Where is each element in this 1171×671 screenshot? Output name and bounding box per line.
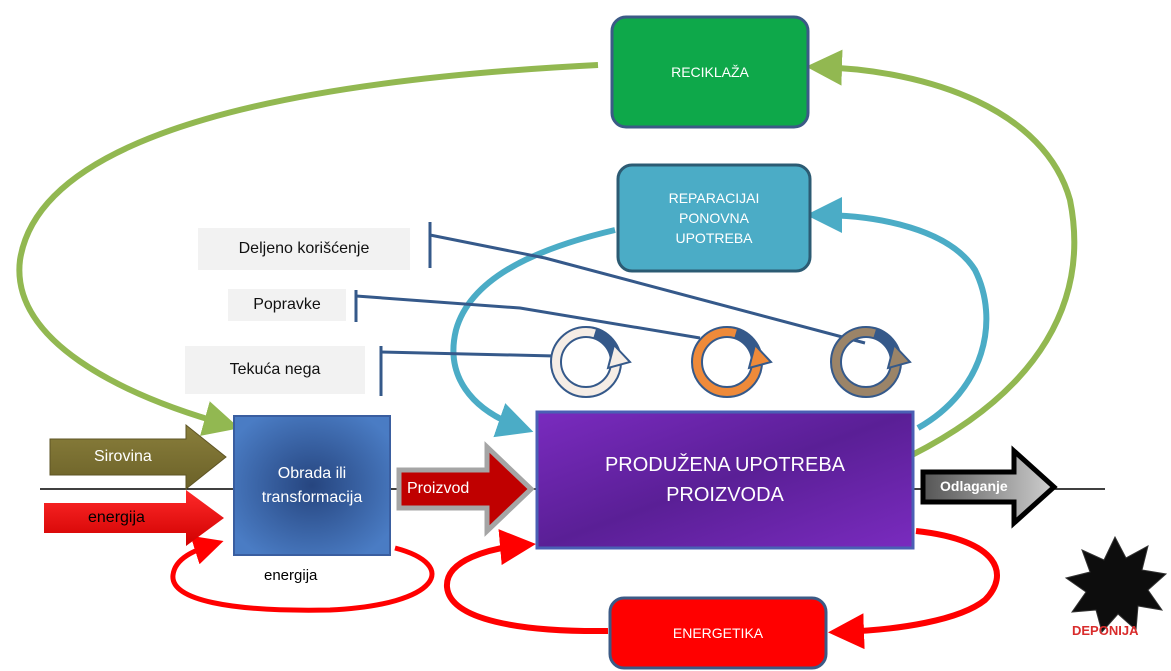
reparacija-box [616,163,812,273]
proizvod-arrow [396,441,535,537]
obrada-line1: Obrada ili [277,464,347,482]
reparacija-line2: PONOVNA [678,210,749,226]
produzena-line2: PROIZVODA [666,484,784,506]
recycling-loop-left-arrow [16,62,599,436]
popravke-label: Popravke [228,289,346,321]
proizvod-arrow-label: Proizvod [407,480,470,497]
deljeno-text: Deljeno korišćenje [238,240,370,257]
deponija-burst-icon [1064,535,1168,634]
energija-input-label: energija [88,509,145,526]
deljeno-korisenje-label: Deljeno korišćenje [198,228,410,270]
energy-loop-right-arrow [828,528,1000,650]
tekuca-nega-label: Tekuća nega [185,346,365,394]
energetika-box [608,596,828,670]
deponija-label: DEPONIJA [1072,623,1139,638]
cycle-icon-repairs [691,326,773,398]
sirovina-arrow [49,423,227,491]
produzena-label: PRODUŽENA UPOTREBA PROIZVODA [537,412,913,548]
reciklaza-text: RECIKLAŽA [671,64,749,80]
produzena-box [535,410,915,550]
cycle-icon-maintenance [550,326,632,398]
obrada-label: Obrada ili transformacija [234,416,390,555]
energetika-text: ENERGETIKA [672,625,764,641]
reparacija-line3: UPOTREBA [675,230,753,246]
energy-loop-small [170,535,435,613]
obrada-line2: transformacija [261,488,363,506]
obrada-box [233,415,391,556]
tekuca-text: Tekuća nega [229,361,321,378]
energetika-label: ENERGETIKA [610,598,826,668]
reciklaza-label: RECIKLAŽA [612,17,808,127]
energija-loop-label: energija [264,567,318,584]
odlaganje-arrow [920,445,1058,529]
recycling-loop-right-arrow [806,49,1078,458]
reciklaza-box [610,15,810,129]
reuse-loop-right-arrow [806,197,990,431]
sirovina-arrow-label: Sirovina [94,448,152,465]
popravke-text: Popravke [253,296,321,313]
energy-loop-left-arrow [444,529,609,635]
odlaganje-arrow-label: Odlaganje [940,478,1008,494]
cycle-icon-sharing [830,326,912,398]
produzena-line1: PRODUŽENA UPOTREBA [604,454,846,476]
reparacija-label: REPARACIJAI PONOVNA UPOTREBA [618,165,810,271]
reuse-loop-left-arrow [450,227,616,438]
reparacija-line1: REPARACIJAI [668,190,760,206]
energija-input-arrow [44,490,224,546]
connector-lines [354,222,866,396]
